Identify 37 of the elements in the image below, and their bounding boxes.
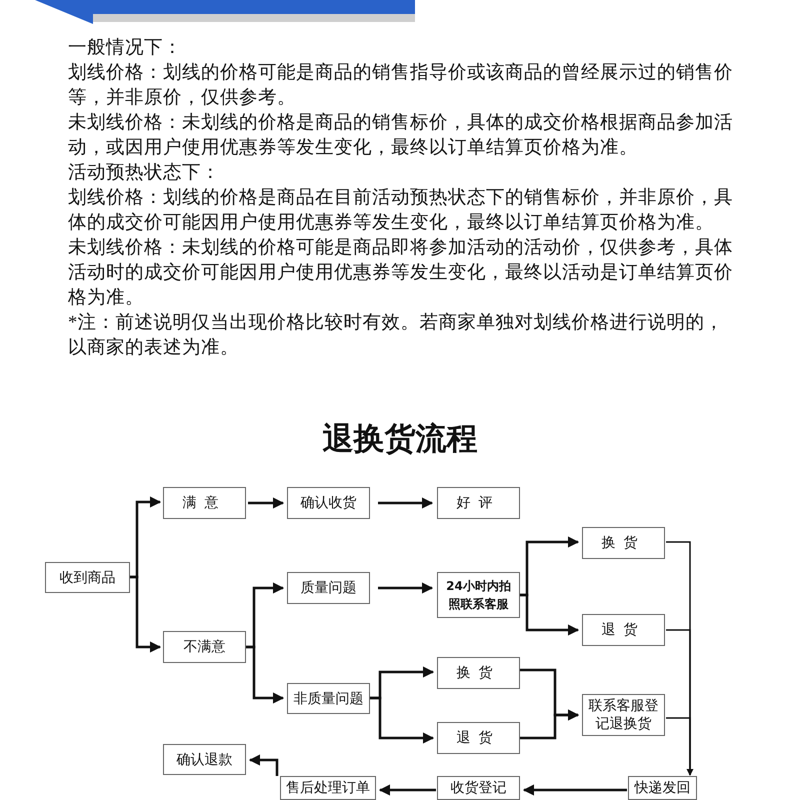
arrow [378,582,434,594]
process-box: 收到商品 [45,562,130,593]
arrow [248,497,284,509]
arrow [130,576,162,653]
note-paragraph: 一般情况下： [68,36,183,60]
arrow [522,784,627,796]
arrow [246,646,284,704]
process-box: 确认收货 [287,487,370,519]
process-box: 24小时内拍照联系客服 [437,572,520,618]
arrow [666,717,694,776]
note-paragraph: 活动预热状态下： [68,162,221,185]
arrow [520,594,580,636]
process-box: 换货 [582,527,665,559]
note-paragraph: 划线价格：划线的价格可能是商品的销售指导价或该商品的曾经展示过的销售价等，并非原价，仅供参考。 [68,62,733,110]
process-box: 退货 [582,614,665,646]
process-box: 售后处理订单 [280,776,376,800]
note-paragraph: 划线价格：划线的价格是商品在目前活动预热状态下的销售标价，并非原价，具体的成交价可能因用户使用优惠券等发生变化，最终以订单结算页价格为准。 [68,186,733,235]
process-box: 好评 [437,487,520,519]
process-box: 不满意 [163,631,246,663]
process-box: 满意 [163,487,246,519]
process-box: 收货登记 [437,776,520,800]
process-box: 换货 [437,657,520,689]
note-paragraph: 未划线价格：未划线的价格可能是商品即将参加活动的活动价，仅供参考，具体活动时的成交价可能因用户使用优惠券等发生变化，最终以活动是订单结算页价格为准。 [68,236,733,310]
note-paragraph: 未划线价格：未划线的价格是商品的销售标价，具体的成交价格根据商品参加活动，或因用户使用优惠券等发生变化，最终以订单结算页价格为准。 [68,111,733,160]
note-paragraph: *注：前述说明仅当出现价格比较时有效。若商家单独对划线价格进行说明的，以商家的表述为准。 [68,311,724,360]
arrow [248,754,278,776]
process-box: 质量问题 [287,572,370,604]
arrow [378,784,436,796]
process-box: 确认退款 [163,744,246,775]
process-box: 联系客服登记退换货 [582,694,665,736]
process-box: 非质量问题 [287,683,370,714]
process-box: 快递发回 [628,776,697,800]
arrow [520,709,580,740]
arrow [370,696,434,744]
process-box: 退货 [437,722,520,754]
diagram-title: 退换货流程 [322,420,478,459]
arrow [378,497,434,509]
